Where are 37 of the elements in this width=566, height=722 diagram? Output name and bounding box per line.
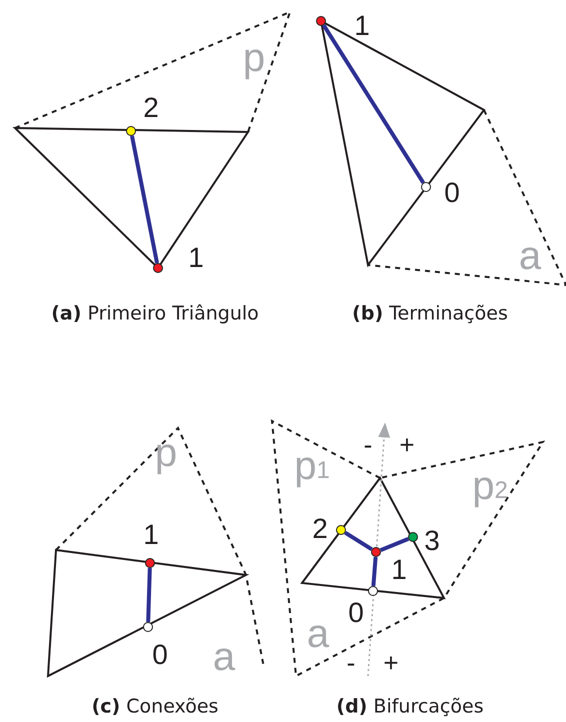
vertex-dot <box>316 16 326 26</box>
vertex-number: 0 <box>444 179 460 207</box>
region-letter: a <box>306 612 330 656</box>
sign-mark: + <box>383 648 399 678</box>
vertex-number: 0 <box>348 599 364 627</box>
vertex-dot <box>371 547 381 557</box>
vertex-number: 1 <box>354 12 370 40</box>
vertex-dot <box>336 525 346 535</box>
vertex-number: 2 <box>312 515 328 543</box>
subfigure-caption: (d) Bifurcações <box>336 696 484 718</box>
vertex-number: 0 <box>152 641 168 669</box>
connector-line <box>380 537 410 552</box>
vertex-number: 1 <box>391 556 407 584</box>
vertex-dot <box>126 126 136 136</box>
vertex-dot <box>408 532 418 542</box>
vertex-dot <box>143 622 153 632</box>
connector-line <box>344 530 373 552</box>
vertex-number: 1 <box>143 521 159 549</box>
vertex-number: 1 <box>188 244 204 272</box>
vertex-number: 2 <box>143 94 159 122</box>
subfigure-caption: (a) Primeiro Triângulo <box>51 304 259 324</box>
region-letter: a <box>518 234 542 278</box>
vertex-dot <box>368 586 378 596</box>
region-letter: a <box>212 635 236 679</box>
vertex-dot <box>153 263 163 273</box>
region-letter: p <box>154 431 178 475</box>
sign-mark: - <box>364 430 372 460</box>
subfigure-caption: (c) Conexões <box>92 696 218 718</box>
vertex-dot <box>145 558 155 568</box>
sign-mark: - <box>346 648 356 678</box>
sign-mark: + <box>399 430 415 460</box>
subfigure-caption: (b) Terminações <box>352 304 508 324</box>
vertex-number: 3 <box>424 527 440 555</box>
connector-line <box>371 556 378 586</box>
vertex-dot <box>421 182 431 192</box>
connector-line <box>146 568 152 622</box>
region-letter: p <box>242 36 266 80</box>
